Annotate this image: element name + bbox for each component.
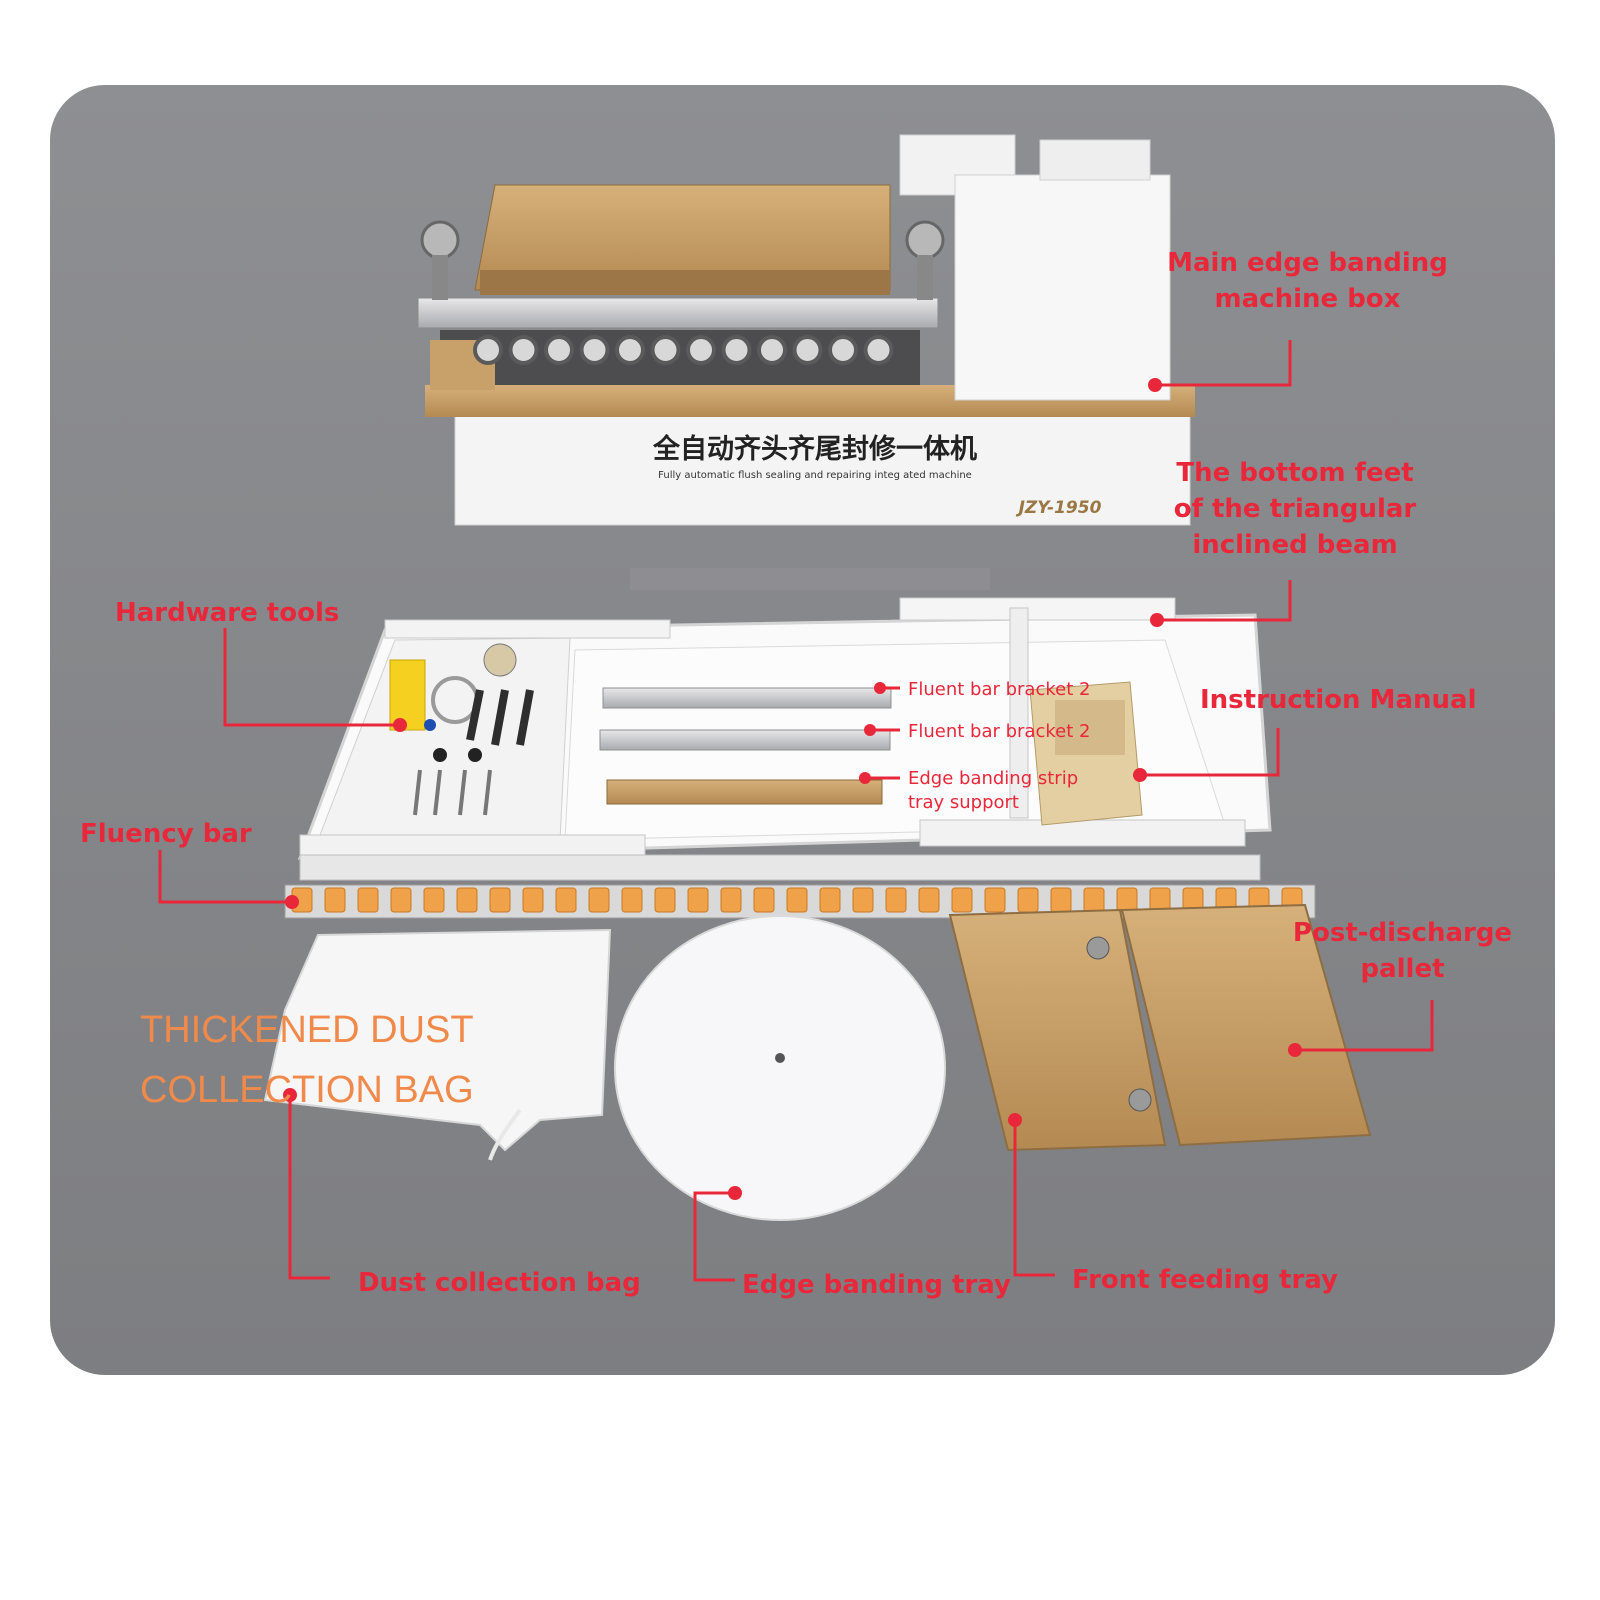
fluency-roller (918, 887, 940, 913)
fluency-roller (456, 887, 478, 913)
label-main-machine-box-line1: Main edge banding (1167, 248, 1448, 278)
fluency-roller (753, 887, 775, 913)
fluency-rollers (291, 887, 1303, 913)
roller-wheel (473, 335, 503, 365)
label-main-machine-box: Main edge banding machine box (1160, 245, 1455, 317)
machine-label-en: Fully automatic flush sealing and repair… (658, 470, 972, 481)
fluency-roller (687, 887, 709, 913)
machine-model: JZY-1950 (1016, 498, 1102, 518)
fluency-roller (324, 887, 346, 913)
fluency-roller (720, 887, 742, 913)
label-edge-strip-support-line1: Edge banding strip (908, 768, 1079, 789)
instruction-manual (1029, 681, 1143, 826)
label-thickened-dust-bag-line1: THICKENED DUST (140, 1009, 474, 1051)
fluency-roller (555, 887, 577, 913)
label-fluent-bracket-1: Fluent bar bracket 2 (908, 679, 1091, 700)
callout-lines (158, 340, 1434, 1282)
roller-wheel (544, 335, 574, 365)
label-fluent-bracket-2: Fluent bar bracket 2 (908, 721, 1091, 742)
fluency-roller (390, 887, 412, 913)
fluency-roller (1050, 887, 1072, 913)
roller-wheel (650, 335, 681, 365)
roller-wheel (863, 335, 894, 365)
fluency-roller (984, 887, 1006, 913)
label-dust-collection-bag: Dust collection bag (358, 1268, 641, 1298)
roller-wheel (686, 335, 716, 365)
fluency-roller (885, 887, 907, 913)
roller-wheel (757, 335, 787, 365)
fluency-roller (951, 887, 973, 913)
fluency-roller (489, 887, 511, 913)
fluency-roller (357, 887, 379, 913)
edge-banding-tray (614, 915, 946, 1221)
roller-wheel (721, 335, 752, 365)
label-bottom-feet-line3: inclined beam (1192, 530, 1398, 560)
label-post-discharge-line1: Post-discharge (1292, 918, 1513, 948)
label-edge-strip-support-line2: tray support (908, 792, 1019, 813)
label-edge-strip-support: Edge banding strip tray support (908, 767, 1078, 815)
label-bottom-feet-line2: of the triangular (1173, 494, 1417, 524)
roller-wheel (828, 335, 858, 365)
fluency-roller (1116, 887, 1138, 913)
hardware-tools (389, 643, 534, 816)
machine-label-cn: 全自动齐头齐尾封修一体机 (652, 433, 977, 465)
feeding-and-discharge-pallets (948, 903, 1372, 1152)
label-front-feeding-tray: Front feeding tray (1072, 1265, 1338, 1295)
label-post-discharge-line2: pallet (1360, 954, 1445, 984)
fluency-roller (852, 887, 874, 913)
label-post-discharge: Post-discharge pallet (1290, 915, 1515, 987)
roller-wheel (792, 335, 823, 365)
label-instruction-manual: Instruction Manual (1200, 685, 1477, 715)
fluency-roller (786, 887, 808, 913)
label-bottom-feet: The bottom feet of the triangular inclin… (1170, 455, 1420, 563)
roller-wheels (473, 335, 894, 365)
label-fluency-bar: Fluency bar (80, 819, 252, 849)
roller-wheel (508, 335, 539, 365)
label-thickened-dust-bag-line2: COLLECTION BAG (140, 1069, 474, 1111)
fluency-roller (819, 887, 841, 913)
label-thickened-dust-bag: THICKENED DUST COLLECTION BAG (140, 1000, 474, 1120)
fluency-roller (1017, 887, 1039, 913)
callout-dots (283, 378, 1302, 1200)
dust-bag (263, 928, 612, 1161)
label-main-machine-box-line2: machine box (1214, 284, 1401, 314)
edge-banding-machine (417, 134, 1195, 526)
fluent-bar-brackets (599, 687, 892, 805)
fluency-roller (654, 887, 676, 913)
fluency-roller (423, 887, 445, 913)
fluency-roller (588, 887, 610, 913)
roller-wheel (579, 335, 610, 365)
fluency-roller (621, 887, 643, 913)
fluency-roller (1083, 887, 1105, 913)
label-hardware-tools: Hardware tools (115, 598, 340, 628)
label-edge-banding-tray: Edge banding tray (742, 1270, 1011, 1300)
roller-wheel (615, 335, 645, 365)
label-bottom-feet-line1: The bottom feet (1176, 458, 1414, 488)
fluency-roller (522, 887, 544, 913)
